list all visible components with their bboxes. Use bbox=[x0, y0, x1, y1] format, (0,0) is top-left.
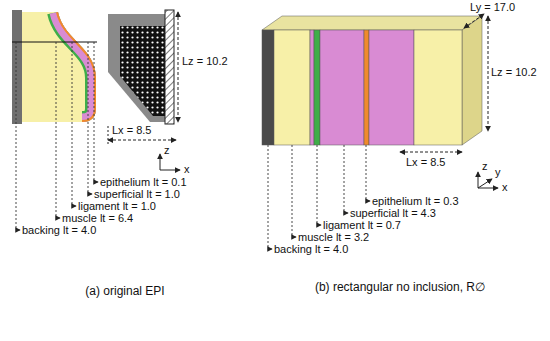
layer-label: epithelium lt = 0.3 bbox=[372, 195, 459, 208]
axis-label: z bbox=[164, 144, 170, 157]
layer-label: superficial lt = 1.0 bbox=[94, 188, 180, 201]
layer-label: muscle lt = 6.4 bbox=[62, 212, 133, 225]
axis-label: x bbox=[184, 163, 190, 176]
dimension-label: Lz = 10.2 bbox=[182, 55, 228, 68]
layer-label: superficial lt = 4.3 bbox=[350, 207, 436, 220]
layer-label: ligament lt = 0.7 bbox=[323, 219, 401, 232]
epi-tissue bbox=[12, 10, 97, 124]
leader-lines bbox=[268, 145, 370, 249]
axis-label: y bbox=[495, 166, 501, 179]
caption: (b) rectangular no inclusion, R∅ bbox=[300, 280, 500, 295]
dimension-label: Ly = 17.0 bbox=[470, 1, 515, 14]
axis-label: z bbox=[482, 160, 488, 173]
layer-label: backing lt = 4.0 bbox=[274, 243, 348, 256]
caption: (a) original EPI bbox=[40, 284, 210, 299]
dimension-label: Lz = 10.2 bbox=[491, 66, 537, 79]
layer-label: backing lt = 4.0 bbox=[22, 224, 96, 237]
dimension-label: Lx = 8.5 bbox=[112, 124, 151, 137]
axis-label: x bbox=[502, 181, 508, 194]
layer-label: muscle lt = 3.2 bbox=[298, 231, 369, 244]
dimension-label: Lx = 8.5 bbox=[406, 156, 445, 169]
rect-block bbox=[262, 14, 498, 188]
layer-label: ligament lt = 1.0 bbox=[78, 200, 156, 213]
epi-domain bbox=[108, 10, 180, 170]
layer-label: epithelium lt = 0.1 bbox=[100, 176, 187, 189]
